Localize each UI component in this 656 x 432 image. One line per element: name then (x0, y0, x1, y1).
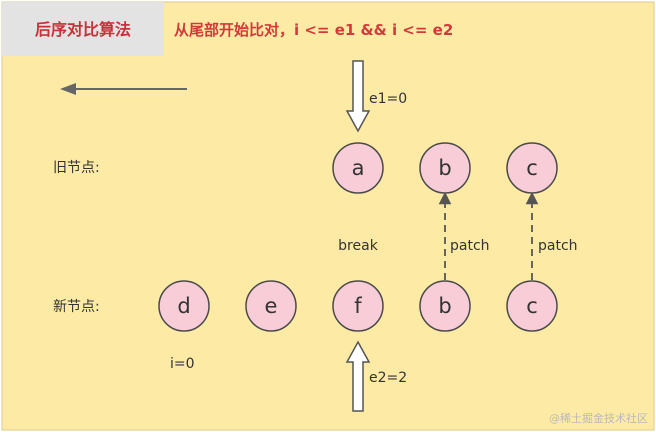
direction-arrow-icon (60, 83, 187, 95)
old-node-c: c (506, 142, 558, 194)
new-node-c: c (506, 280, 558, 332)
e2-pointer-label: e2=2 (369, 370, 407, 386)
diagram-subtitle: 从尾部开始比对，i <= e1 && i <= e2 (174, 21, 453, 39)
new-node-f-label: f (354, 294, 362, 318)
new-node-f: f (332, 280, 384, 332)
new-node-c-label: c (526, 294, 538, 318)
e2-pointer-arrow-icon (345, 340, 371, 412)
new-node-e-label: e (265, 294, 278, 318)
title-box (2, 2, 164, 56)
old-nodes-label: 旧节点: (53, 160, 100, 176)
new-node-d-label: d (177, 294, 190, 318)
patch-label-c: patch (538, 238, 578, 254)
watermark: @稀土掘金技术社区 (549, 411, 648, 425)
i-pointer-label: i=0 (170, 356, 195, 372)
old-node-b-label: b (438, 156, 451, 180)
new-node-b: b (419, 280, 471, 332)
diagram-title: 后序对比算法 (35, 20, 131, 39)
break-label: break (338, 238, 379, 254)
new-node-b-label: b (438, 294, 451, 318)
old-node-a: a (332, 142, 384, 194)
old-node-c-label: c (526, 156, 538, 180)
patch-label-b: patch (450, 238, 490, 254)
e1-pointer-arrow-icon (345, 60, 371, 133)
old-node-b: b (419, 142, 471, 194)
new-node-e: e (245, 280, 297, 332)
new-node-d: d (158, 280, 210, 332)
new-nodes-label: 新节点: (53, 299, 100, 315)
e1-pointer-label: e1=0 (369, 91, 407, 107)
old-node-a-label: a (352, 156, 365, 180)
